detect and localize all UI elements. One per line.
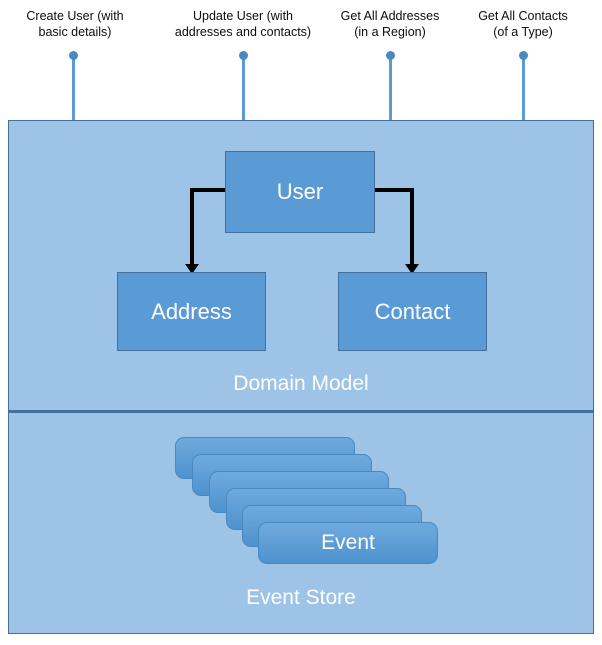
callout-label-update-user: Update User (with addresses and contacts… xyxy=(174,9,312,39)
section-caption-event-store: Event Store xyxy=(246,586,356,609)
entity-box-user[interactable]: User xyxy=(225,151,375,233)
pin-dot xyxy=(386,51,395,60)
pin-stem xyxy=(522,56,525,121)
pin-dot xyxy=(519,51,528,60)
pin-stem xyxy=(389,56,392,121)
entity-label-address: Address xyxy=(151,298,232,324)
arrowhead-address xyxy=(185,264,199,274)
callout-pin-create-user[interactable] xyxy=(69,51,78,121)
event-card-label: Event xyxy=(321,531,375,554)
callout-pin-update-user[interactable] xyxy=(239,51,248,121)
pin-dot xyxy=(69,51,78,60)
pin-stem xyxy=(242,56,245,121)
entity-label-contact: Contact xyxy=(374,298,451,324)
arrowhead-contact xyxy=(405,264,419,274)
connector-user-contact-vertical xyxy=(410,188,414,266)
callout-pin-get-all-contacts[interactable] xyxy=(519,51,528,121)
callout-label-get-all-addresses: Get All Addresses (in a Region) xyxy=(340,9,440,39)
section-caption-domain-model: Domain Model xyxy=(233,372,369,395)
pin-dot xyxy=(239,51,248,60)
callout-label-get-all-contacts: Get All Contacts (of a Type) xyxy=(478,9,568,39)
event-card-1-front[interactable]: Event xyxy=(258,522,438,564)
connector-user-contact-horizontal xyxy=(372,188,414,192)
entity-box-address[interactable]: Address xyxy=(117,272,266,351)
callout-label-create-user: Create User (with basic details) xyxy=(26,9,124,39)
connector-user-address-vertical xyxy=(190,188,194,266)
callout-pin-get-all-addresses[interactable] xyxy=(386,51,395,121)
entity-label-user: User xyxy=(276,179,324,204)
connector-user-address-horizontal xyxy=(190,188,228,192)
pin-stem xyxy=(72,56,75,121)
entity-box-contact[interactable]: Contact xyxy=(338,272,487,351)
panel-divider xyxy=(9,410,593,413)
